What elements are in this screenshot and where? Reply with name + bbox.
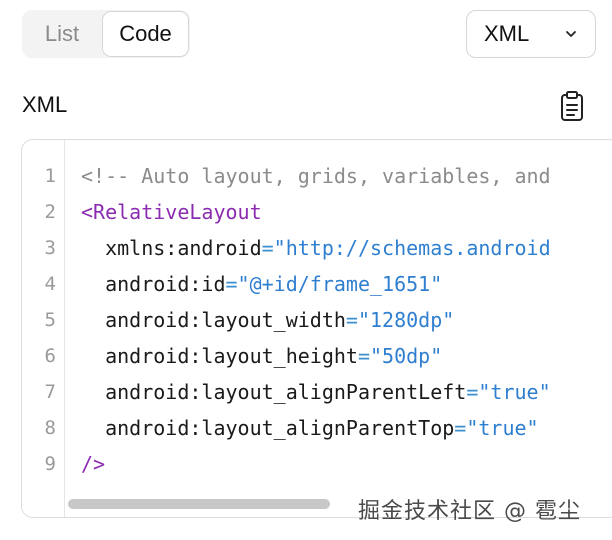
- code-line: android:layout_height="50dp": [81, 338, 442, 374]
- code-token: android:layout_width: [81, 308, 346, 332]
- code-token: android:layout_height: [81, 344, 358, 368]
- line-number: 9: [44, 453, 56, 475]
- code-token: xmlns:android: [81, 236, 262, 260]
- line-number: 2: [44, 201, 56, 223]
- code-line: <!-- Auto layout, grids, variables, and: [81, 158, 551, 194]
- code-token: =: [345, 308, 358, 332]
- clipboard-icon[interactable]: [558, 90, 586, 122]
- code-token: "http://schemas.android: [273, 236, 551, 260]
- format-select-value: XML: [484, 21, 530, 46]
- code-token: "50dp": [370, 344, 443, 368]
- code-token: android:layout_alignParentTop: [81, 416, 455, 440]
- line-number: 3: [44, 237, 56, 259]
- format-select[interactable]: XML: [466, 10, 596, 58]
- code-token: android:layout_alignParentLeft: [81, 380, 467, 404]
- view-toggle: List Code: [22, 10, 190, 58]
- line-number: 6: [44, 345, 56, 367]
- code-line: android:layout_alignParentLeft="true": [81, 374, 551, 410]
- code-editor[interactable]: 1 2 3 4 5 6 7 8 9 <!-- Auto layout, grids, varia…: [21, 139, 612, 518]
- code-line: />: [81, 446, 105, 482]
- code-line: xmlns:android="http://schemas.android: [81, 230, 551, 266]
- code-token: =: [225, 272, 238, 296]
- code-token: "@+id/frame_1651": [237, 272, 443, 296]
- code-token: <RelativeLayout: [81, 200, 262, 224]
- line-number: 8: [44, 417, 56, 439]
- scrollbar-thumb[interactable]: [68, 499, 330, 509]
- line-number: 4: [44, 273, 56, 295]
- code-line: android:layout_width="1280dp": [81, 302, 454, 338]
- tab-code[interactable]: Code: [102, 11, 189, 57]
- chevron-down-icon: [566, 31, 576, 37]
- horizontal-scrollbar[interactable]: [66, 497, 606, 511]
- line-number-gutter: 1 2 3 4 5 6 7 8 9: [22, 140, 65, 517]
- line-number: 7: [44, 381, 56, 403]
- code-token: <!-- Auto layout, grids, variables, and: [81, 164, 551, 188]
- code-token: =: [357, 344, 370, 368]
- section-title: XML: [22, 92, 68, 117]
- code-token: "true": [466, 416, 539, 440]
- code-token: "1280dp": [357, 308, 455, 332]
- code-token: android:id: [81, 272, 226, 296]
- code-line: android:layout_alignParentTop="true": [81, 410, 539, 446]
- code-token: "true": [478, 380, 551, 404]
- code-token: />: [81, 452, 106, 476]
- line-number: 1: [44, 165, 56, 187]
- line-number: 5: [44, 309, 56, 331]
- code-line: <RelativeLayout: [81, 194, 262, 230]
- code-token: =: [261, 236, 274, 260]
- code-line: android:id="@+id/frame_1651": [81, 266, 442, 302]
- tab-list[interactable]: List: [44, 21, 80, 46]
- code-token: =: [466, 380, 479, 404]
- watermark: 掘金技术社区 @ 雹尘: [358, 499, 581, 524]
- code-token: =: [454, 416, 467, 440]
